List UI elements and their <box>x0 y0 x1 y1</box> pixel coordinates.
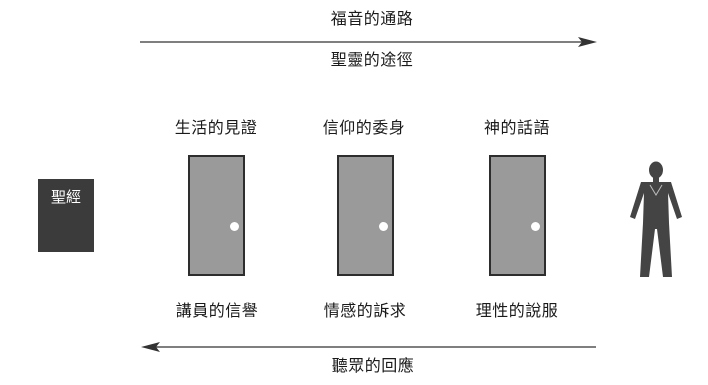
top-arrow-head <box>578 37 597 47</box>
person-icon <box>630 161 682 277</box>
door-knob <box>230 222 239 231</box>
door-3-top-label: 神的話語 <box>483 118 551 137</box>
door-knob <box>379 222 388 231</box>
door-1 <box>188 155 245 276</box>
top-arrow-label-above: 福音的通路 <box>330 9 414 28</box>
door-1-top-label: 生活的見證 <box>174 118 258 137</box>
bible-label: 聖經 <box>50 188 81 206</box>
door-3-bottom-label: 理性的說服 <box>475 301 559 320</box>
top-arrow-label-below: 聖靈的途徑 <box>330 50 414 69</box>
bottom-arrow-label-below: 聽眾的回應 <box>331 356 415 375</box>
door-3 <box>489 155 546 276</box>
door-1-bottom-label: 講員的信譽 <box>175 301 259 320</box>
bible-book: 聖經 <box>38 179 94 252</box>
door-2-top-label: 信仰的委身 <box>322 118 406 137</box>
bottom-arrow-head <box>141 342 160 352</box>
door-knob <box>531 222 540 231</box>
door-2 <box>337 155 394 276</box>
door-2-bottom-label: 情感的訴求 <box>323 301 407 320</box>
